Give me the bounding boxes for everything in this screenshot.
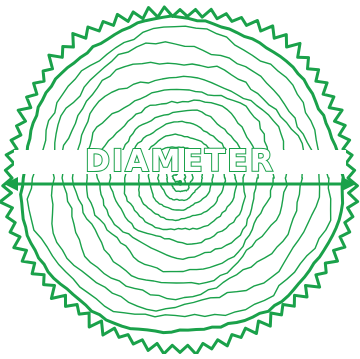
growth-ring: [61, 62, 304, 299]
growth-ring: [96, 100, 258, 259]
diameter-label: DIAMETER: [14, 148, 346, 176]
